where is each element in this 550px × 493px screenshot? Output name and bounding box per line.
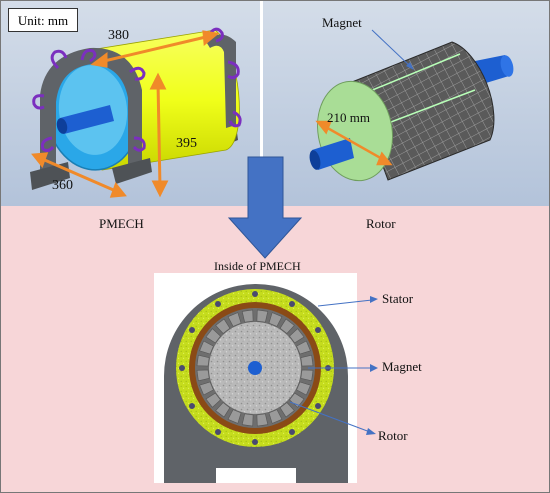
shaft bbox=[60, 105, 114, 134]
magnet-segment bbox=[199, 381, 214, 396]
arrowhead bbox=[370, 364, 378, 372]
magnet-segment bbox=[205, 392, 221, 408]
arrowhead bbox=[406, 62, 414, 70]
arrowhead bbox=[370, 296, 378, 303]
magnet-segment bbox=[227, 409, 242, 424]
height-dimension-line bbox=[156, 81, 162, 189]
pmech-caption: PMECH bbox=[99, 216, 144, 231]
magnet-segment bbox=[241, 309, 254, 323]
clip bbox=[50, 49, 68, 70]
front-foot-right bbox=[112, 158, 152, 184]
dimension-arrows bbox=[31, 30, 220, 198]
magnet-segment bbox=[241, 413, 254, 427]
cross-section bbox=[154, 273, 378, 483]
magnet-callout: Magnet bbox=[382, 359, 422, 374]
clip bbox=[32, 94, 45, 110]
shaft-end bbox=[309, 150, 321, 170]
shaft-end bbox=[500, 55, 514, 77]
clip bbox=[228, 110, 242, 128]
clip bbox=[129, 66, 146, 81]
clip bbox=[132, 136, 146, 152]
bolt-holes bbox=[179, 291, 331, 445]
magnet-segment bbox=[215, 318, 231, 334]
magnet-segment bbox=[279, 318, 295, 334]
magnet-segment bbox=[296, 340, 311, 355]
stator-leader bbox=[317, 299, 373, 307]
clip bbox=[80, 48, 97, 63]
rotor-caption: Rotor bbox=[366, 216, 396, 231]
unit-label: Unit: mm bbox=[8, 8, 78, 32]
magnet-segment bbox=[300, 369, 314, 382]
magnet-segments bbox=[196, 309, 314, 427]
length-dimension-line bbox=[99, 34, 211, 64]
width-dimension-label: 360 bbox=[52, 178, 73, 193]
rotor-callout: Rotor bbox=[378, 428, 408, 443]
magnet-segment bbox=[199, 340, 214, 355]
arrowhead bbox=[31, 152, 49, 169]
clip bbox=[227, 60, 240, 80]
rotor-diameter-label: 210 mm bbox=[327, 110, 370, 125]
width-dimension-line bbox=[39, 156, 119, 194]
front-foot-left bbox=[30, 162, 70, 190]
diameter-arrow bbox=[315, 120, 393, 166]
magnet-seam bbox=[357, 53, 461, 97]
arrowhead bbox=[109, 181, 127, 198]
rotor-leader bbox=[289, 401, 371, 433]
rotor-shaft-center bbox=[248, 361, 262, 375]
magnet-segment bbox=[196, 369, 210, 382]
rotor-shaft-front bbox=[312, 138, 354, 170]
magnet-leader-top bbox=[371, 29, 413, 69]
arrowhead bbox=[366, 428, 376, 435]
magnet-segment bbox=[279, 402, 295, 418]
magnet-segment bbox=[215, 402, 231, 418]
arrowhead bbox=[149, 72, 167, 90]
inside-caption: Inside of PMECH bbox=[214, 259, 301, 273]
stator-callout: Stator bbox=[382, 291, 414, 306]
clip bbox=[40, 136, 55, 153]
down-arrow bbox=[227, 156, 303, 259]
magnet-segment bbox=[227, 312, 242, 327]
magnet-segment bbox=[256, 413, 269, 427]
magnet-segment bbox=[296, 381, 311, 396]
magnet-segment bbox=[300, 354, 314, 367]
magnet-segment bbox=[268, 312, 283, 327]
magnet-segment bbox=[205, 328, 221, 344]
length-dimension-label: 380 bbox=[108, 28, 129, 43]
magnet-segment bbox=[289, 392, 305, 408]
rotor-model bbox=[309, 29, 514, 182]
magnet-segment bbox=[256, 309, 269, 323]
magnet-segment bbox=[196, 354, 210, 367]
shaft-end bbox=[56, 118, 68, 134]
height-dimension-label: 395 bbox=[176, 136, 197, 151]
magnet-callout-top: Magnet bbox=[322, 15, 362, 30]
arrowhead bbox=[202, 30, 220, 46]
clip bbox=[206, 27, 224, 43]
magnet-segment bbox=[268, 409, 283, 424]
arrowhead bbox=[90, 52, 108, 68]
pmech-model bbox=[30, 27, 242, 198]
arrowhead bbox=[151, 180, 169, 198]
magnet-segment bbox=[289, 328, 305, 344]
rear-frame bbox=[205, 34, 236, 128]
